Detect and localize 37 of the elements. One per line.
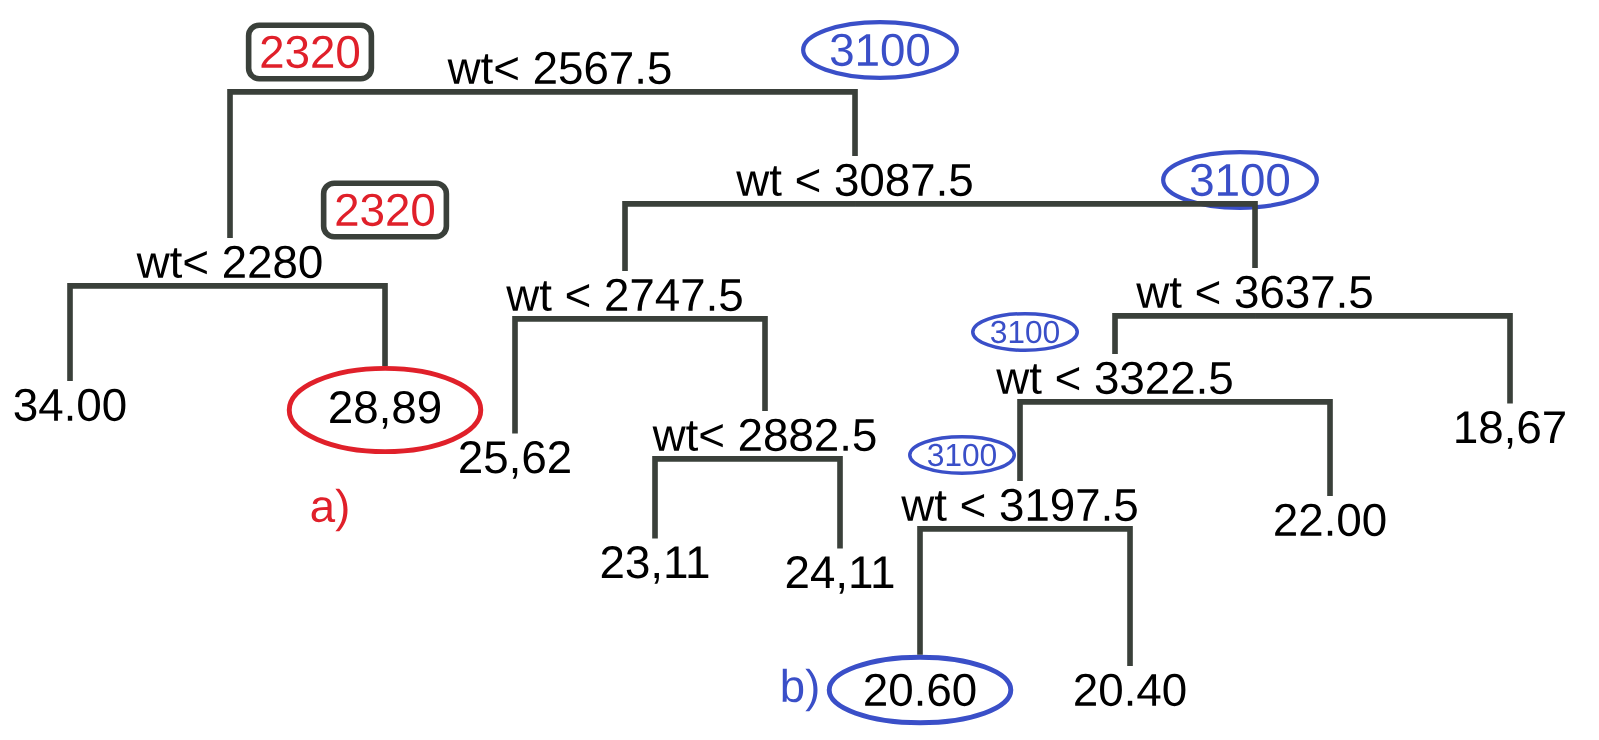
tree-branch [227,89,560,239]
tree-branch [652,456,765,539]
tree-branch [765,456,843,549]
split-label: wt < 3087.5 [736,163,972,197]
tree-branch [512,316,625,434]
leaf-value: 34.00 [14,388,126,422]
boxed-annotation: 2320 [245,22,375,82]
split-label: wt< 2882.5 [652,418,876,452]
split-label: wt< 2280 [136,245,322,279]
tree-branch [1020,526,1133,667]
tree-branch [1017,399,1115,482]
tree-branch [1255,313,1513,404]
split-label: wt < 3637.5 [1136,275,1372,309]
circled-annotation: 3100 [1161,150,1319,210]
leaf-value: 18,67 [1456,411,1565,449]
tree-branch [625,316,768,412]
circled-annotation: 3100 [801,20,959,80]
leaf-value: 23,11 [601,546,709,584]
leaf-value: 22.00 [1275,503,1386,537]
circled-annotation: 3100 [908,434,1016,476]
tree-branch [855,201,1258,269]
tree-branch [1112,313,1255,355]
split-label: wt < 3322.5 [996,361,1232,395]
leaf-value: 20.40 [1075,673,1186,707]
tree-branch [67,283,230,382]
tree-branch [917,526,1020,655]
split-label: wt< 2567.5 [447,51,671,85]
tree-branch [622,201,855,272]
circled-annotation: 3100 [971,311,1079,353]
split-label: wt < 2747.5 [506,278,742,312]
circled-leaf-value: 20.60 [826,654,1014,726]
boxed-annotation: 2320 [320,180,450,240]
leaf-value: 24,11 [786,556,894,594]
tree-branch [560,89,858,157]
tree-branch [1115,399,1333,497]
split-label: wt < 3197.5 [901,488,1137,522]
tree-branch [230,283,388,366]
